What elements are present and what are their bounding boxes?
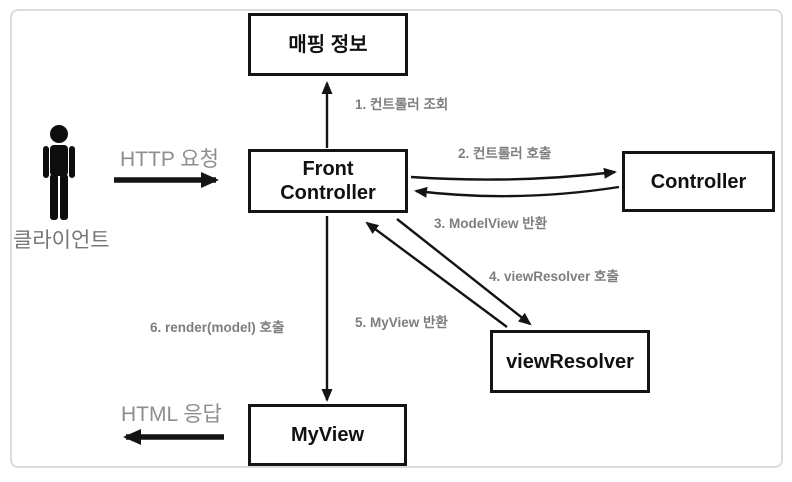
diagram-border	[10, 9, 783, 468]
box-controller: Controller	[622, 151, 775, 212]
arrow-step5-return-myview	[365, 221, 508, 328]
arrow-step3-return-modelview	[414, 185, 620, 198]
label-step4: 4. viewResolver 호출	[489, 269, 619, 284]
label-http-request: HTTP 요청	[120, 148, 219, 171]
box-my-view: MyView	[248, 404, 407, 466]
label-step6: 6. render(model) 호출	[150, 320, 285, 335]
label-client: 클라이언트	[13, 229, 110, 252]
box-front-controller: Front Controller	[248, 149, 408, 213]
box-mapping-info: 매핑 정보	[248, 13, 408, 76]
label-html-response: HTML 응답	[121, 403, 222, 426]
label-step1: 1. 컨트롤러 조회	[355, 97, 449, 112]
person-icon	[43, 125, 75, 220]
arrow-step4-call-viewresolver	[396, 218, 532, 326]
box-view-resolver: viewResolver	[490, 330, 650, 393]
arrow-step2-call-controller	[410, 167, 617, 181]
label-step5: 5. MyView 반환	[355, 315, 448, 330]
label-step3: 3. ModelView 반환	[434, 216, 548, 231]
label-step2: 2. 컨트롤러 호출	[458, 146, 552, 161]
